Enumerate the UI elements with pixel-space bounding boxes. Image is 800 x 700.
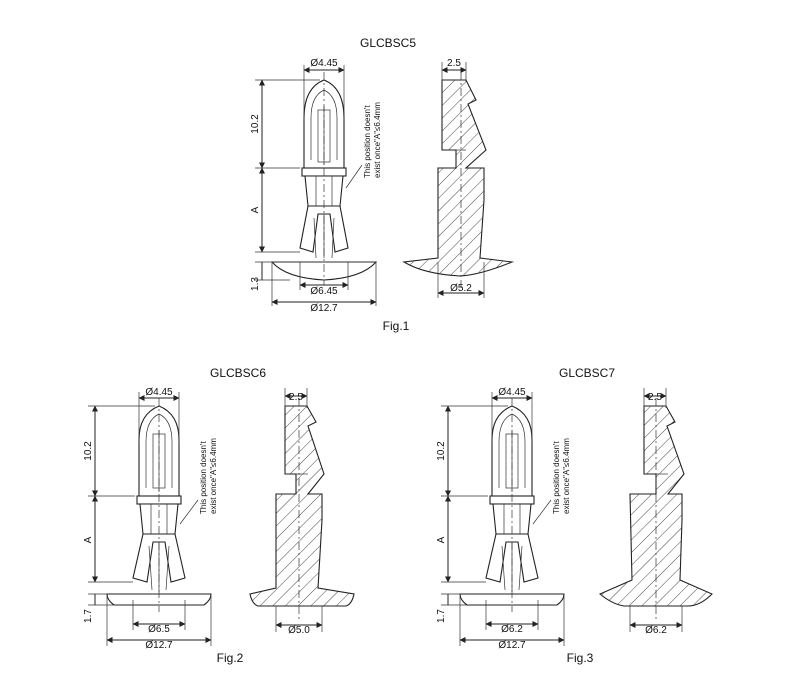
figure-caption: Fig.1 [383,319,410,333]
flange-thickness-label: 1.3 [250,277,261,291]
hole-diameter-label: Ø6.5 [148,624,170,635]
side-diameter-label: Ø5.0 [288,625,310,636]
head-height-label: 10.2 [83,441,94,461]
front-view: Ø4.45 10.2 A 1.7 Ø6.2 Ø12.7 This positio… [436,387,571,651]
side-width-label: 2.5 [289,392,303,403]
position-note-line2: exist once"A"≤6.4mm [562,438,571,514]
side-section [402,79,515,277]
figure-1: GLCBSC5 [250,36,515,333]
flange-diameter-label: Ø12.7 [310,303,338,314]
length-label: A [436,536,447,543]
figure-caption: Fig.3 [567,651,594,665]
figure-caption: Fig.2 [217,651,244,665]
figure-2: GLCBSC6 Ø4.45 10.2 [83,366,355,665]
figure-title: GLCBSC7 [559,366,615,380]
length-label: A [83,536,94,543]
flange-diameter-label: Ø12.7 [498,640,526,651]
figure-title: GLCBSC5 [360,36,416,50]
side-section-view: 2.5 Ø5.0 [249,388,355,636]
hole-diameter-label: Ø6.2 [501,624,523,635]
figure-3: GLCBSC7 Ø4.45 10.2 [436,366,713,665]
head-height-label: 10.2 [436,441,447,461]
side-diameter-label: Ø6.2 [645,625,667,636]
side-section-view: 2.5 Ø6.2 [598,388,713,636]
flange-thickness-label: 1.7 [436,609,447,623]
figure-title: GLCBSC6 [210,366,266,380]
legs [132,533,186,583]
side-section-view: 2.5 Ø5.2 [402,58,515,298]
side-width-label: 2.5 [447,58,461,69]
head-diameter-label: Ø4.45 [498,387,526,398]
head-height-label: 10.2 [250,114,261,134]
position-note-line2: exist once"A"≤6.4mm [209,438,218,514]
front-view: Ø4.45 10.2 A 1.3 Ø6.45 Ø12.7 This positi… [250,58,382,314]
front-view: Ø4.45 10.2 A 1.7 Ø6.5 Ø12.7 This positio… [83,387,218,651]
length-label: A [250,206,261,213]
position-note-line2: exist once"A"≤6.4mm [373,102,382,178]
side-width-label: 2.5 [648,392,662,403]
position-note-line1: This position doesn't [552,441,561,514]
flange-diameter-label: Ø12.7 [145,640,173,651]
side-section [249,405,355,607]
legs [299,205,349,253]
legs [485,533,539,583]
hole-diameter-label: Ø6.45 [310,286,338,297]
position-note-line1: This position doesn't [199,441,208,514]
head-diameter-label: Ø4.45 [310,58,338,69]
head-diameter-label: Ø4.45 [145,387,173,398]
side-diameter-label: Ø5.2 [450,283,472,294]
flange-thickness-label: 1.7 [83,609,94,623]
position-note-line1: This position doesn't [363,105,372,178]
